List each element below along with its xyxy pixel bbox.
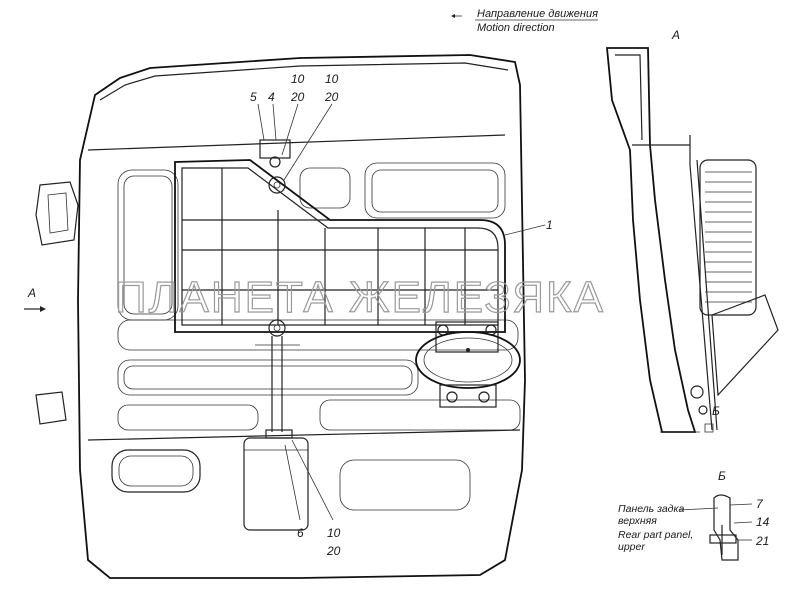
reservoir-lower-bracket — [439, 384, 497, 408]
top-bracket-plate — [259, 139, 291, 159]
side-view-a: А Б — [606, 28, 779, 433]
callout-10-b: 10 — [325, 72, 339, 86]
leader-10-20-a — [281, 103, 299, 156]
top-bracket — [259, 139, 291, 337]
view-a-lower-bracket — [711, 294, 779, 397]
view-a-fastener — [704, 423, 714, 433]
tank-cap — [265, 429, 293, 439]
view-b-panel-section — [713, 494, 739, 561]
rib-top-right — [364, 162, 506, 219]
callout-21: 21 — [755, 534, 769, 548]
callout-10-a: 10 — [291, 72, 305, 86]
rib-bottom-right — [319, 399, 521, 431]
cab-roof-edge — [99, 62, 509, 101]
reservoir-body — [415, 331, 521, 389]
view-b-panel-leader — [679, 507, 719, 511]
leader-10-20-c — [291, 439, 334, 521]
callout-1: 1 — [546, 218, 553, 232]
arrow-a-head — [40, 306, 46, 312]
leader-5 — [257, 103, 265, 141]
lower-bolt-2 — [478, 391, 490, 403]
panel-label-en-2: upper — [618, 541, 645, 553]
detail-view-b: Б 7 14 21 Панель задка верхняя Rear part… — [618, 469, 770, 561]
callouts: 5 4 10 20 10 20 1 6 10 20 — [250, 72, 553, 558]
view-a-cab-section — [606, 47, 697, 433]
rib-bottom-left — [117, 404, 259, 431]
direction-arrowhead — [451, 14, 455, 18]
motion-direction-header: Направление движения Motion direction — [451, 8, 598, 34]
lower-bolt-1 — [446, 391, 458, 403]
leader-6 — [284, 444, 301, 521]
cab-rear-view: А 5 4 10 20 10 20 1 6 10 20 — [24, 54, 553, 579]
lower-clamp-bolt — [268, 319, 286, 337]
watermark-text: ПЛАНЕТА ЖЕЛЕЗЯКА — [115, 273, 605, 322]
callout-20-a: 20 — [290, 90, 305, 104]
panel-label-ru-1: Панель задка — [618, 503, 684, 515]
side-mirror-housing — [35, 181, 79, 246]
panel-label-en-1: Rear part panel, — [618, 529, 693, 541]
arrow-a-label: А — [27, 286, 36, 300]
washer-tank — [243, 429, 309, 531]
upper-clamp-bolt — [268, 176, 286, 194]
view-a-grille — [699, 159, 757, 316]
view-a-strut — [689, 164, 713, 431]
leader-lines — [257, 103, 546, 521]
panel-label-ru-2: верхняя — [618, 515, 657, 527]
callout-6: 6 — [297, 526, 304, 540]
side-step-bracket — [35, 391, 67, 425]
reservoir-mount-plate — [435, 321, 499, 353]
vertical-pipe — [255, 336, 300, 432]
lower-clamp-bolt-center — [273, 324, 281, 332]
callout-20-b: 20 — [324, 90, 339, 104]
frame-outer — [174, 159, 506, 333]
callout-5: 5 — [250, 90, 257, 104]
view-b-title: Б — [718, 469, 726, 483]
leader-14 — [733, 521, 753, 524]
callout-14: 14 — [756, 515, 770, 529]
top-bracket-bolt — [269, 156, 281, 168]
cab-upper-crease — [87, 134, 506, 151]
leader-7 — [729, 503, 753, 506]
rear-window-recess — [111, 449, 201, 493]
view-a-title: А — [671, 28, 680, 42]
view-a-roof-line — [615, 54, 643, 141]
rib-middle — [117, 319, 519, 351]
callout-20-c: 20 — [326, 544, 341, 558]
view-a-grille-slats — [705, 171, 752, 303]
side-mirror-glass — [47, 192, 69, 234]
leader-10-20-b — [283, 103, 333, 181]
rib-top-center — [299, 167, 351, 209]
reservoir-inner — [423, 337, 513, 383]
reservoir-assembly — [415, 321, 521, 408]
upper-clamp-bolt-center — [273, 181, 281, 189]
rib-right-lower — [339, 459, 471, 511]
frame-part-1 — [174, 159, 506, 333]
rear-window-recess-inner — [118, 455, 194, 487]
panel-stamping-ribs — [111, 162, 521, 511]
view-arrow-a: А — [24, 286, 46, 312]
leader-4 — [272, 103, 277, 141]
cab-outline — [77, 54, 526, 579]
view-a-mark-b: Б — [712, 404, 720, 418]
tank-body — [243, 437, 309, 531]
callout-10-c: 10 — [327, 526, 341, 540]
rib-left-upper-inner — [123, 175, 173, 315]
view-a-detail-b-circle — [690, 385, 704, 399]
callout-7: 7 — [756, 497, 764, 511]
rib-lower-inner — [123, 365, 413, 390]
view-b-bolt-head — [709, 534, 737, 544]
rib-lower — [117, 359, 419, 396]
leader-1 — [504, 224, 546, 236]
frame-inner — [181, 167, 499, 326]
callout-4: 4 — [268, 90, 275, 104]
view-a-bolt — [698, 405, 708, 415]
rib-top-right-inner — [371, 169, 499, 213]
direction-label-en: Motion direction — [477, 22, 555, 34]
reservoir-fitting — [466, 348, 470, 352]
cab-lower-crease — [87, 429, 521, 441]
direction-label-ru: Направление движения — [477, 8, 598, 20]
